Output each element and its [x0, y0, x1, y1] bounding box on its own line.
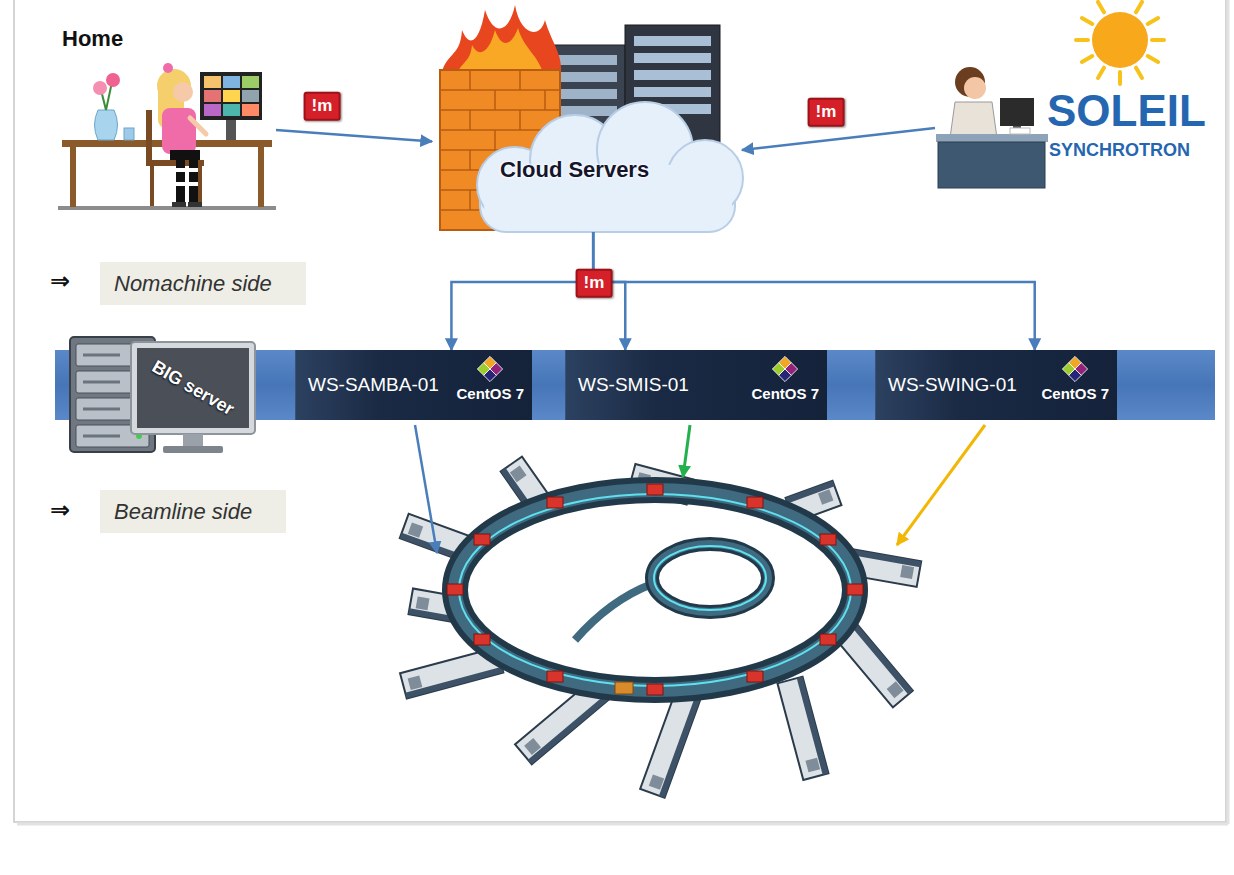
nomachine-badge: !m: [808, 98, 845, 127]
home-user: Home: [58, 30, 276, 215]
page-frame: [14, 0, 1228, 824]
cloud-label: Cloud Servers: [500, 157, 649, 182]
os-label: CentOS 7: [751, 385, 819, 402]
logo-wordmark: SOLEIL: [1047, 86, 1206, 137]
arrow-symbol: ⇒: [50, 497, 70, 525]
centos-logo: [1061, 355, 1089, 383]
synchrotron-illustration: [400, 457, 921, 798]
synchrotron-site: SOLEIL SYNCHROTRON: [935, 0, 1225, 192]
arrow-symbol: ⇒: [50, 268, 70, 296]
workstation-box: WS-SAMBA-01CentOS 7: [295, 350, 532, 420]
cloud-servers-illustration: [440, 5, 743, 232]
side-label: Beamline side: [100, 490, 286, 533]
home-worker-illustration: [58, 63, 276, 208]
big-server-icon: [65, 332, 265, 462]
side-label: Nomachine side: [100, 262, 306, 305]
workstation-box: WS-SWING-01CentOS 7: [875, 350, 1117, 420]
workstation-name: WS-SAMBA-01: [308, 374, 439, 396]
cloud-servers: Cloud Servers: [432, 0, 742, 232]
centos-logo: [771, 355, 799, 383]
logo-subtitle: SYNCHROTRON: [1049, 140, 1190, 161]
centos-logo: [476, 355, 504, 383]
os-label: CentOS 7: [1041, 385, 1109, 402]
connector: [276, 130, 432, 142]
workstation-name: WS-SWING-01: [888, 374, 1017, 396]
connector: [451, 232, 593, 350]
os-label: CentOS 7: [456, 385, 524, 402]
workstation-name: WS-SMIS-01: [578, 374, 689, 396]
connector: [742, 128, 935, 150]
nomachine-badge: !m: [304, 92, 341, 121]
beamline-arrows: [415, 425, 985, 553]
nomachine-badge: !m: [576, 269, 613, 298]
server-band: BIG serverWS-SAMBA-01CentOS 7WS-SMIS-01C…: [55, 350, 1215, 420]
connector: [593, 232, 1035, 350]
place-heading: Home: [62, 26, 123, 51]
workstation-box: WS-SMIS-01CentOS 7: [565, 350, 827, 420]
